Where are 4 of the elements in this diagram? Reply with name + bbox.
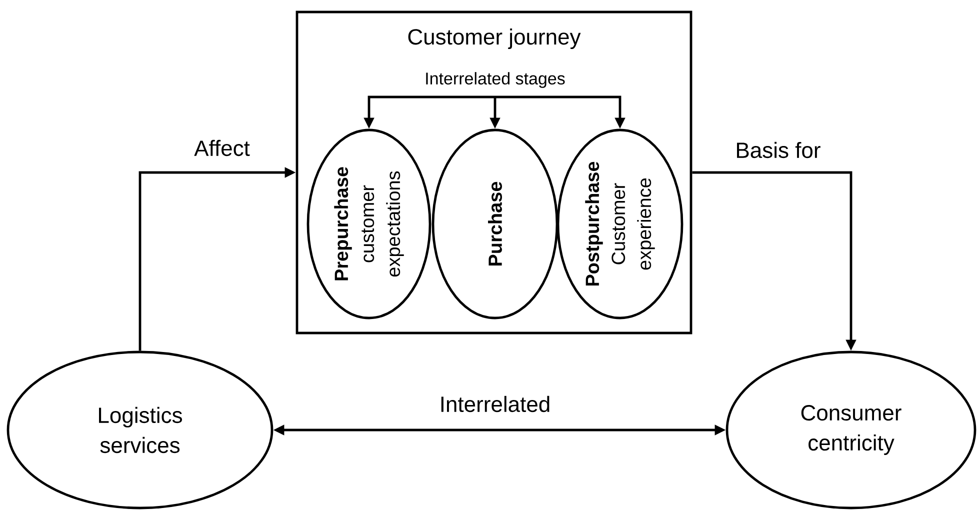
edge-label: Basis for (734, 140, 822, 160)
edge-label: Interrelated stages (424, 71, 566, 89)
edge-label: Affect (193, 138, 251, 158)
edge-label: Interrelated (438, 394, 552, 414)
